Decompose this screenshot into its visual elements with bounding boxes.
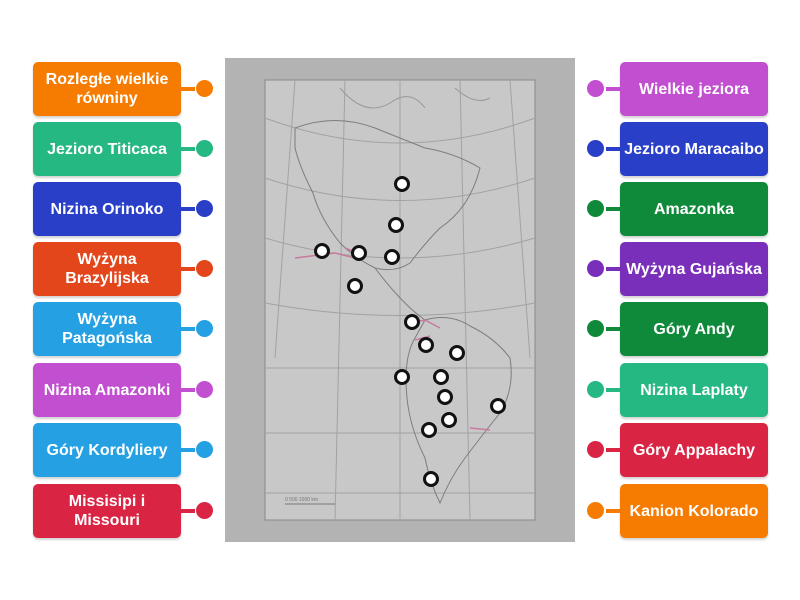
label-gory-appalachy[interactable]: Góry Appalachy bbox=[620, 423, 768, 477]
label-gory-kordyliery[interactable]: Góry Kordyliery bbox=[33, 423, 181, 477]
connector-line bbox=[606, 509, 620, 513]
connector-dot[interactable] bbox=[587, 441, 604, 458]
connector-line bbox=[606, 327, 620, 331]
connector-line bbox=[181, 207, 195, 211]
connector-line bbox=[181, 448, 195, 452]
map-drop-target[interactable] bbox=[490, 398, 506, 414]
connector-dot[interactable] bbox=[587, 200, 604, 217]
connector-dot[interactable] bbox=[587, 140, 604, 157]
label-missisipi-i-missouri[interactable]: Missisipi i Missouri bbox=[33, 484, 181, 538]
map-drop-target[interactable] bbox=[423, 471, 439, 487]
connector-dot[interactable] bbox=[587, 320, 604, 337]
map-drop-target[interactable] bbox=[394, 369, 410, 385]
label-nizina-orinoko[interactable]: Nizina Orinoko bbox=[33, 182, 181, 236]
map-drop-target[interactable] bbox=[404, 314, 420, 330]
connector-line bbox=[606, 388, 620, 392]
connector-dot[interactable] bbox=[196, 80, 213, 97]
connector-dot[interactable] bbox=[587, 260, 604, 277]
label-wyzyna-gujanska[interactable]: Wyżyna Gujańska bbox=[620, 242, 768, 296]
map-drop-target[interactable] bbox=[437, 389, 453, 405]
map-drop-target[interactable] bbox=[433, 369, 449, 385]
map-drop-target[interactable] bbox=[449, 345, 465, 361]
label-wyzyna-patagonska[interactable]: Wyżyna Patagońska bbox=[33, 302, 181, 356]
connector-dot[interactable] bbox=[196, 200, 213, 217]
map-drop-target[interactable] bbox=[347, 278, 363, 294]
connector-dot[interactable] bbox=[196, 320, 213, 337]
connector-line bbox=[181, 388, 195, 392]
connector-line bbox=[606, 207, 620, 211]
connector-line bbox=[606, 267, 620, 271]
map-drop-target[interactable] bbox=[421, 422, 437, 438]
connector-dot[interactable] bbox=[196, 502, 213, 519]
map-drop-target[interactable] bbox=[394, 176, 410, 192]
connector-dot[interactable] bbox=[587, 381, 604, 398]
connector-line bbox=[606, 448, 620, 452]
map-image: 0 500 1000 km bbox=[225, 58, 575, 542]
connector-line bbox=[181, 147, 195, 151]
connector-dot[interactable] bbox=[196, 381, 213, 398]
map-drop-target[interactable] bbox=[418, 337, 434, 353]
map-drop-target[interactable] bbox=[384, 249, 400, 265]
label-kanion-kolorado[interactable]: Kanion Kolorado bbox=[620, 484, 768, 538]
label-nizina-laplaty[interactable]: Nizina Laplaty bbox=[620, 363, 768, 417]
connector-line bbox=[606, 147, 620, 151]
connector-line bbox=[181, 509, 195, 513]
connector-line bbox=[606, 87, 620, 91]
connector-dot[interactable] bbox=[587, 80, 604, 97]
connector-line bbox=[181, 87, 195, 91]
label-rozlegle-wielkie-rowniny[interactable]: Rozległe wielkie równiny bbox=[33, 62, 181, 116]
label-gory-andy[interactable]: Góry Andy bbox=[620, 302, 768, 356]
map-drop-target[interactable] bbox=[441, 412, 457, 428]
label-wielkie-jeziora[interactable]: Wielkie jeziora bbox=[620, 62, 768, 116]
label-jezioro-titicaca[interactable]: Jezioro Titicaca bbox=[33, 122, 181, 176]
connector-dot[interactable] bbox=[196, 140, 213, 157]
label-nizina-amazonki[interactable]: Nizina Amazonki bbox=[33, 363, 181, 417]
connector-dot[interactable] bbox=[196, 441, 213, 458]
connector-dot[interactable] bbox=[196, 260, 213, 277]
map-paper-svg: 0 500 1000 km bbox=[264, 79, 536, 521]
map-drop-target[interactable] bbox=[388, 217, 404, 233]
map-drop-target[interactable] bbox=[314, 243, 330, 259]
map-scale-text: 0 500 1000 km bbox=[285, 497, 318, 503]
connector-dot[interactable] bbox=[587, 502, 604, 519]
map-drop-target[interactable] bbox=[351, 245, 367, 261]
label-wyzyna-brazylijska[interactable]: Wyżyna Brazylijska bbox=[33, 242, 181, 296]
label-jezioro-maracaibo[interactable]: Jezioro Maracaibo bbox=[620, 122, 768, 176]
connector-line bbox=[181, 327, 195, 331]
label-amazonka[interactable]: Amazonka bbox=[620, 182, 768, 236]
connector-line bbox=[181, 267, 195, 271]
